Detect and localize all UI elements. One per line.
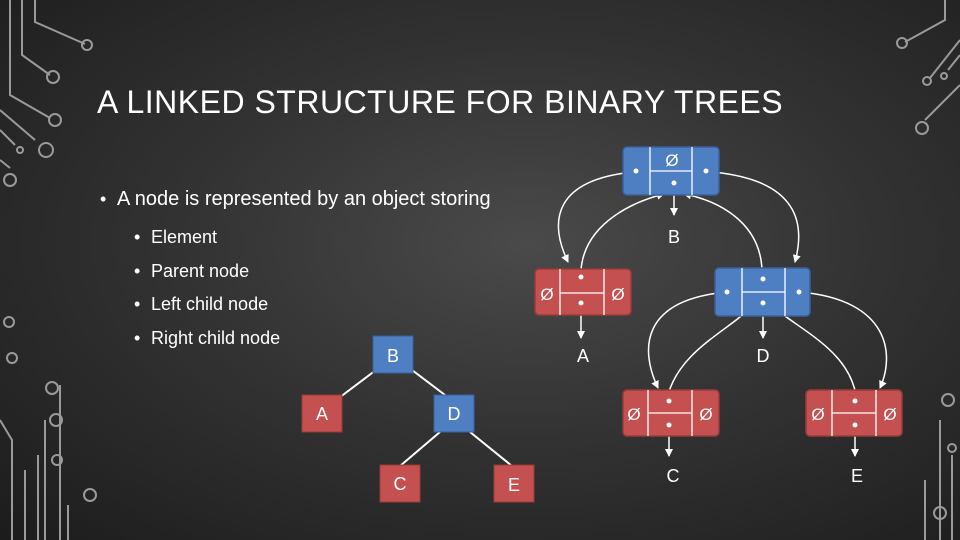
pointer-a-parent (580, 191, 665, 271)
sub-bullet-item: • Element (134, 225, 280, 259)
sub-bullet-text: Element (151, 227, 218, 247)
linked-node-c: Ø Ø (622, 389, 720, 437)
bullet-dot: • (100, 189, 107, 209)
main-bullet: • A node is represented by an object stor… (100, 188, 491, 211)
tree-edge-b-d (411, 369, 446, 396)
tree-node-c-label: C (394, 474, 407, 494)
linked-node-a-element: A (577, 346, 589, 366)
null-symbol: Ø (883, 405, 896, 424)
tree-node-d: D (433, 394, 475, 433)
tree-edge-d-c (399, 431, 441, 467)
sub-bullet-item: • Left child node (134, 292, 280, 326)
null-symbol: Ø (540, 285, 553, 304)
pointer-d-left (647, 291, 728, 389)
linked-node-root: Ø (622, 146, 720, 196)
tree-node-a-label: A (316, 404, 328, 424)
tree-node-d-label: D (448, 404, 461, 424)
pointer-d-parent (683, 191, 763, 271)
tree-node-b-label: B (387, 346, 399, 366)
pointer-root-right (711, 171, 801, 263)
null-symbol: Ø (611, 285, 624, 304)
pointer-root-left (557, 171, 634, 263)
linked-node-d (714, 267, 811, 317)
null-symbol: Ø (627, 405, 640, 424)
sub-bullet-item: • Right child node (134, 326, 280, 360)
null-symbol: Ø (811, 405, 824, 424)
linked-node-d-element: D (757, 346, 770, 366)
linked-node-e-element: E (851, 466, 863, 486)
bullet-dot: • (134, 294, 141, 315)
tree-node-e-label: E (508, 475, 520, 495)
linked-node-c-element: C (667, 466, 680, 486)
tree-node-a: A (301, 394, 343, 433)
slide-title: A LINKED STRUCTURE FOR BINARY TREES (97, 84, 784, 120)
pointer-d-right (799, 291, 888, 389)
tree-node-c: C (379, 464, 421, 503)
sub-bullet-item: • Parent node (134, 259, 280, 293)
bullet-dot: • (134, 227, 141, 247)
null-symbol: Ø (699, 405, 712, 424)
bullet-dot: • (134, 260, 141, 281)
linked-node-a: Ø Ø (534, 268, 632, 316)
null-symbol: Ø (665, 151, 678, 170)
sub-bullet-list: • Element • Parent node • Left child node •… (134, 225, 280, 359)
main-bullet-text: A node is represented by an object stori… (117, 188, 491, 210)
tree-node-b: B (372, 335, 414, 374)
linked-node-root-element: B (668, 227, 680, 247)
sub-bullet-text: Parent node (151, 260, 250, 281)
logical-tree: B A D C E (301, 335, 535, 503)
linked-node-e: Ø Ø (805, 389, 903, 437)
sub-bullet-text: Left child node (151, 294, 269, 315)
bullet-dot: • (134, 327, 141, 348)
pointer-c-parent (667, 305, 753, 396)
pointer-e-parent (771, 305, 857, 396)
tree-node-e: E (493, 464, 535, 503)
sub-bullet-text: Right child node (151, 327, 281, 348)
tree-edge-d-e (469, 431, 513, 467)
